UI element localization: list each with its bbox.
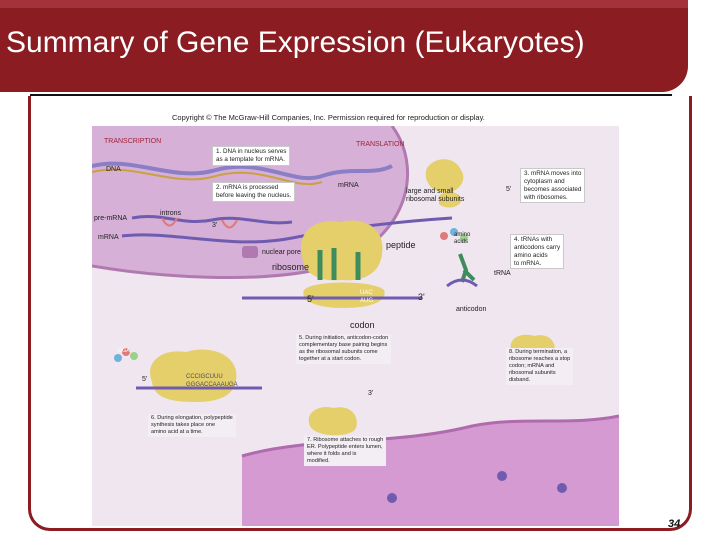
- step-1-box: 1. DNA in nucleus serves as a template f…: [212, 146, 291, 166]
- step-7-line3: where it folds and is: [307, 450, 357, 457]
- label-ribosomal-subunits: large and small ribosomal subunits: [406, 188, 464, 204]
- step-8-line5: disband.: [509, 376, 531, 383]
- nuclear-pore-shape: [242, 246, 258, 258]
- label-amino-acids: amino acids: [454, 232, 470, 246]
- ribosome-subunit-small: [439, 191, 461, 208]
- pre-mrna-strand: [131, 214, 293, 225]
- slide-title: Summary of Gene Expression (Eukaryotes): [6, 26, 585, 59]
- step-3-line2: cytoplasm and: [524, 177, 565, 185]
- amino-acid-2: [450, 228, 458, 236]
- section-translation: TRANSLATION: [356, 141, 405, 148]
- step-5-line4: together at a start codon.: [299, 355, 362, 362]
- step-7-box: 7. Ribosome attaches to rough ER. Polype…: [304, 436, 387, 466]
- step-3-box: 3. mRNA moves into cytoplasm and becomes…: [520, 168, 586, 204]
- step-2-line1: 2. mRNA is processed: [216, 184, 279, 191]
- large-small-line2: ribosomal subunits: [406, 196, 465, 204]
- step-6-line3: amino acid at a time.: [151, 428, 203, 435]
- label-anticodon: anticodon: [456, 306, 487, 313]
- step-7-line2: ER. Polypeptide enters lumen,: [307, 443, 383, 450]
- label-nuclear-pore: nuclear pore: [262, 249, 301, 256]
- step-4-line4: to mRNA.: [514, 259, 542, 267]
- trna-in-ribosome: [317, 248, 361, 280]
- label-three-prime-c: 3': [368, 390, 374, 397]
- step-3-line1: 3. mRNA moves into: [524, 170, 582, 177]
- step-4-line1: 4. tRNAs with: [514, 236, 553, 243]
- step-7-line4: modified.: [307, 457, 330, 464]
- amino-acid-3: [460, 234, 468, 242]
- large-small-line1: large and small: [406, 188, 454, 195]
- label-introns: introns: [160, 210, 182, 217]
- amino-acids-line2: acids: [454, 238, 469, 245]
- label-five-prime-b: 5': [307, 294, 314, 304]
- anticodon-strand: [446, 278, 478, 288]
- label-ribosome: ribosome: [272, 262, 310, 272]
- trna-shape: [458, 253, 476, 283]
- copyright-notice: Copyright © The McGraw-Hill Companies, I…: [172, 113, 485, 122]
- step-8-box: 8. During termination, a ribosome reache…: [506, 348, 574, 385]
- introns-loops: [161, 217, 238, 229]
- label-five-prime-c: 5': [142, 376, 148, 383]
- polypeptide-fold-1: [387, 493, 397, 503]
- sequence-bottom: GGGACCAAAUGA: [186, 382, 238, 388]
- chain-bead-3: [130, 352, 138, 360]
- step-3-line4: with ribosomes.: [524, 193, 568, 201]
- step-8-line4: ribosomal subunits: [509, 369, 556, 376]
- page-number: 34: [668, 518, 681, 530]
- ribosome-subunit-large: [425, 159, 464, 193]
- label-mrna-center: mRNA: [338, 182, 359, 189]
- ribosome-small: [303, 282, 385, 308]
- label-three-prime-b: 3': [418, 292, 425, 302]
- label-trna: tRNA: [494, 270, 511, 277]
- section-transcription: TRANSCRIPTION: [104, 138, 162, 145]
- step-4-line2: anticodons carry: [514, 243, 561, 251]
- label-codon: codon: [350, 320, 375, 330]
- label-pre-mrna: pre-mRNA: [94, 215, 128, 222]
- mrna-strand: [121, 216, 453, 244]
- er-ribosome: [308, 406, 357, 436]
- label-mrna-left: mRNA: [98, 234, 119, 241]
- step-7-line1: 7. Ribosome attaches to rough: [307, 437, 384, 443]
- title-underline: [30, 94, 672, 96]
- step-1-line1: 1. DNA in nucleus serves: [216, 148, 287, 155]
- amino-acids-line1: amino: [454, 232, 471, 238]
- stop-codon-letters: UGA: [118, 348, 130, 354]
- polypeptide-fold-3: [557, 483, 567, 493]
- step-2-line2: before leaving the nucleus.: [216, 191, 292, 199]
- title-bar: Summary of Gene Expression (Eukaryotes): [0, 0, 688, 92]
- chain-bead-2: [122, 348, 130, 356]
- step-8-line1: 8. During termination, a: [509, 349, 568, 355]
- label-peptide: peptide: [386, 240, 416, 250]
- er-membrane: [241, 414, 619, 458]
- sequence-top: CCCIGCUUU: [186, 374, 223, 380]
- step-5-line3: as the ribosomal subunits come: [299, 348, 378, 355]
- ribosome-large: [301, 220, 383, 281]
- step-6-line1: 6. During elongation, polypeptide: [151, 415, 233, 421]
- step-4-box: 4. tRNAs with anticodons carry amino aci…: [510, 234, 565, 270]
- codon-letters-top: UAC: [360, 290, 373, 296]
- label-three-prime-a: 3': [212, 222, 218, 229]
- step-8-line3: codon; mRNA and: [509, 362, 555, 369]
- step-1-line2: as a template for mRNA.: [216, 155, 285, 163]
- step-5-line2: complementary base pairing begins: [299, 341, 388, 348]
- step-5-line1: 5. During initiation, anticodon-codon: [299, 335, 389, 341]
- label-five-prime-a: 5': [506, 186, 512, 193]
- title-highlight: [0, 0, 688, 8]
- amino-acid-1: [440, 232, 448, 240]
- dna-strand: [92, 161, 393, 181]
- chain-bead-1: [114, 354, 122, 362]
- codon-letters-bottom: AUG: [360, 298, 374, 304]
- gene-expression-figure: TRANSCRIPTION TRANSLATION DNA pre-mRNA i…: [92, 126, 619, 526]
- content-frame: [28, 96, 692, 531]
- step-4-line3: amino acids: [514, 251, 548, 259]
- step-3-line3: becomes associated: [524, 185, 582, 193]
- polypeptide-fold-2: [497, 471, 507, 481]
- step-6-line2: synthesis takes place one: [151, 421, 216, 428]
- label-dna: DNA: [106, 166, 121, 173]
- step-6-box: 6. During elongation, polypeptide synthe…: [148, 414, 236, 437]
- step-2-box: 2. mRNA is processed before leaving the …: [212, 182, 296, 202]
- step-5-box: 5. During initiation, anticodon-codon co…: [296, 334, 392, 364]
- step-8-line2: ribosome reaches a stop: [509, 355, 571, 362]
